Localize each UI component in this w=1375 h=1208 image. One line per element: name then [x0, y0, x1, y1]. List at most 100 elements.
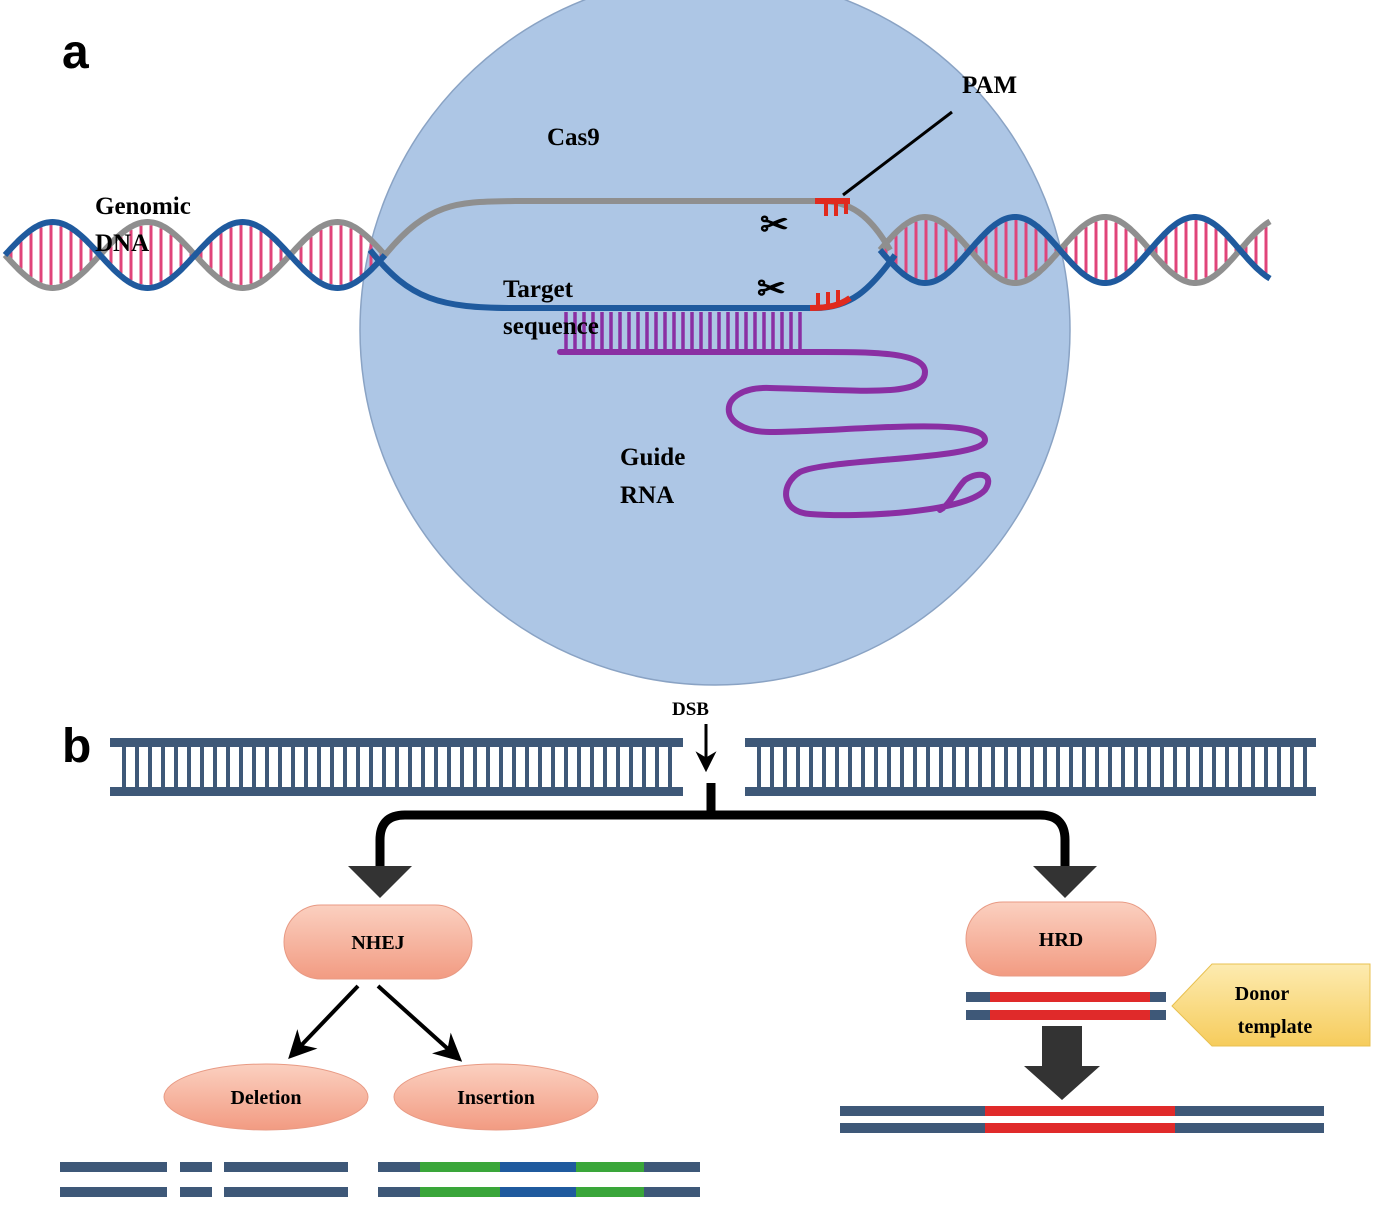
ladder-rung: [369, 747, 373, 787]
ladder-rung: [239, 747, 243, 787]
ladder-rung: [330, 747, 334, 787]
ladder-rung: [991, 747, 995, 787]
ladder-rung: [1082, 747, 1086, 787]
ladder-rung: [900, 747, 904, 787]
ladder-rung: [265, 747, 269, 787]
donor-template-callout: [1171, 963, 1371, 1047]
ladder-rung: [616, 747, 620, 787]
target-sequence-label-line2: sequence: [503, 313, 599, 340]
deletion-arrow: [288, 984, 360, 1060]
ladder-rung: [356, 747, 360, 787]
genomic-dna-helix-right: [877, 213, 1272, 287]
deletion-result-dna: [60, 1162, 348, 1197]
ladder-rail-top: [110, 738, 683, 747]
ladder-rung: [395, 747, 399, 787]
ladder-rung: [1004, 747, 1008, 787]
ladder-rung: [965, 747, 969, 787]
pam-pointer-line: [842, 110, 953, 197]
ladder-rung: [148, 747, 152, 787]
ladder-rung: [1173, 747, 1177, 787]
nhej-arrow-head: [348, 866, 412, 898]
ladder-rung: [822, 747, 826, 787]
ladder-rung: [1095, 747, 1099, 787]
ladder-rung: [757, 747, 761, 787]
guide-rna-label-line2: RNA: [620, 482, 674, 509]
dna-ladder-right: [745, 738, 1316, 796]
panel-a-letter: a: [62, 26, 89, 79]
genomic-dna-label-line2: DNA: [95, 230, 149, 257]
ladder-rung: [421, 747, 425, 787]
ladder-rung: [538, 747, 542, 787]
guide-rna-label-line1: Guide: [620, 444, 685, 471]
insertion-node: [393, 1063, 599, 1131]
insertion-arrow: [376, 984, 463, 1062]
ladder-rung: [1186, 747, 1190, 787]
ladder-rung: [512, 747, 516, 787]
ladder-rung: [1303, 747, 1307, 787]
donor-template-label-line2: template: [1238, 1016, 1313, 1038]
ladder-rung: [1043, 747, 1047, 787]
scissors-icon-bottom: ✂: [757, 271, 786, 308]
ladder-rung: [486, 747, 490, 787]
ladder-rung: [577, 747, 581, 787]
ladder-rung: [1212, 747, 1216, 787]
ladder-rung: [1134, 747, 1138, 787]
ladder-rung: [551, 747, 555, 787]
donor-template-dna: [966, 992, 1166, 1020]
ladder-rung: [434, 747, 438, 787]
ladder-rung: [668, 747, 672, 787]
ladder-rung: [642, 747, 646, 787]
helix-strand-gray: [877, 213, 1272, 286]
ladder-rail-bottom: [110, 787, 683, 796]
ladder-rung: [1264, 747, 1268, 787]
ladder-rung: [252, 747, 256, 787]
ladder-rung: [939, 747, 943, 787]
pathway-branch-connector: [375, 783, 1070, 868]
panel-b-letter: b: [62, 720, 91, 773]
nhej-label: NHEJ: [351, 932, 404, 954]
ladder-rung: [278, 747, 282, 787]
hrd-label: HRD: [1039, 929, 1083, 951]
ladder-rung: [629, 747, 633, 787]
ladder-rung: [291, 747, 295, 787]
target-sequence-label-line1: Target: [503, 276, 574, 303]
ladder-rung: [1147, 747, 1151, 787]
ladder-rung: [848, 747, 852, 787]
ladder-rung: [1160, 747, 1164, 787]
dna-ladder-left: [110, 738, 683, 796]
ladder-rung: [1069, 747, 1073, 787]
ladder-rung: [122, 747, 126, 787]
ladder-rung: [1199, 747, 1203, 787]
deletion-label: Deletion: [230, 1087, 301, 1109]
ladder-rung: [564, 747, 568, 787]
ladder-rung: [408, 747, 412, 787]
helix-strand-blue: [877, 214, 1272, 287]
ladder-rung: [796, 747, 800, 787]
panel-b: b DSB NHEJ Deletion Insertion: [60, 699, 1371, 1197]
ladder-rung: [473, 747, 477, 787]
ladder-rung: [460, 747, 464, 787]
ladder-rung: [887, 747, 891, 787]
ladder-rung: [382, 747, 386, 787]
ladder-rung: [1108, 747, 1112, 787]
ladder-rung: [304, 747, 308, 787]
ladder-rung: [978, 747, 982, 787]
ladder-rung: [770, 747, 774, 787]
pam-bottom-bases: [816, 290, 840, 308]
hrd-node: [965, 901, 1157, 977]
ladder-rung: [809, 747, 813, 787]
ladder-rung: [1277, 747, 1281, 787]
ladder-rung: [174, 747, 178, 787]
ladder-rung: [590, 747, 594, 787]
hrd-result-dna: [840, 1106, 1324, 1133]
ladder-rung: [226, 747, 230, 787]
ladder-rung: [913, 747, 917, 787]
ladder-rail-top: [745, 738, 1316, 747]
ladder-rung: [1056, 747, 1060, 787]
cas9-protein-circle: [359, 0, 1071, 686]
genomic-dna-helix-left: [2, 218, 388, 292]
ladder-rung: [874, 747, 878, 787]
ladder-rail-bottom: [745, 787, 1316, 796]
scissors-icon-top: ✂: [760, 207, 789, 244]
